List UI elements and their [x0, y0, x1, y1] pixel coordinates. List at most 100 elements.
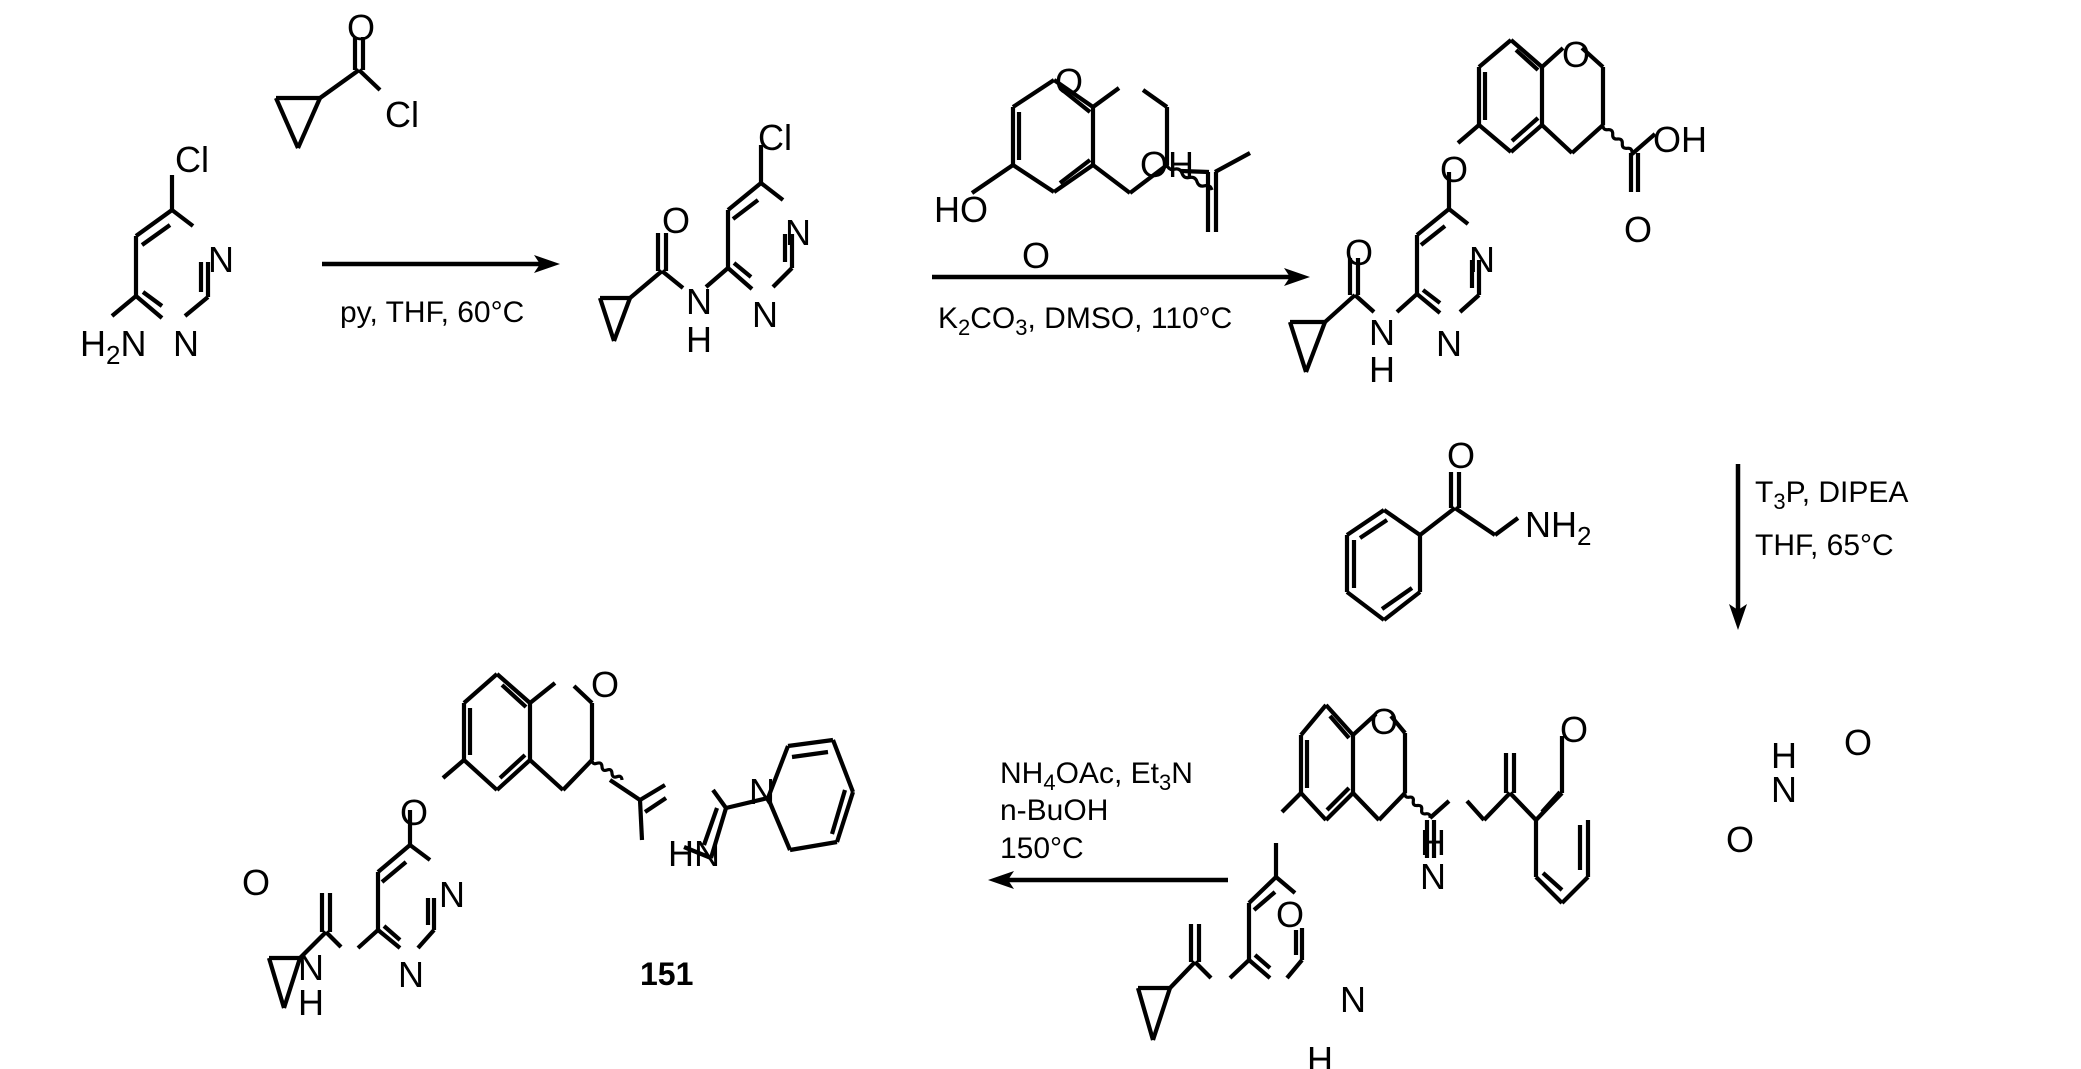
bond-line — [1128, 163, 1169, 195]
atom-label: O — [1276, 894, 1304, 935]
bond-line — [1345, 508, 1386, 537]
atom-label: N — [208, 239, 234, 280]
inner-double-bond-line — [1540, 790, 1562, 814]
bond-line — [298, 930, 328, 960]
bond-line — [266, 957, 287, 1009]
inner-double-bond-line — [1252, 890, 1277, 912]
arrow-head-icon — [1729, 604, 1747, 630]
bond-line — [1509, 123, 1544, 154]
bond-line — [324, 930, 343, 949]
bond-line — [1456, 123, 1481, 145]
bond-line — [528, 758, 565, 792]
bond-line — [1151, 987, 1172, 1041]
atom-label: O — [400, 792, 428, 833]
bond-line — [711, 788, 728, 810]
inner-double-bond-line — [702, 807, 719, 846]
step3-conditions-line2: THF, 65°C — [1755, 529, 1894, 562]
atom-label: O — [242, 862, 270, 903]
bond-line — [683, 845, 712, 860]
inner-double-bond-line — [1358, 518, 1389, 540]
bond-line — [1382, 508, 1422, 537]
atom-label: H2N — [80, 323, 146, 370]
bond-line — [357, 68, 382, 92]
wavy-stereo-bond — [1165, 164, 1214, 191]
bond-line — [1477, 38, 1513, 69]
atom-label: Cl — [175, 139, 209, 180]
bond-line — [704, 266, 730, 289]
inner-double-bond-line — [500, 683, 528, 709]
bond-line — [608, 778, 642, 802]
bond-line — [1285, 958, 1304, 980]
inner-double-bond-line — [498, 753, 527, 780]
bond-line — [1324, 791, 1355, 822]
inner-double-bond-line — [141, 290, 164, 308]
inner-double-bond-line — [1058, 86, 1092, 114]
bond-line — [561, 758, 594, 792]
atom-label: O — [1055, 61, 1083, 102]
atom-label: O — [1562, 34, 1590, 75]
inner-double-bond-line — [1325, 786, 1351, 812]
atom-label: O — [347, 7, 375, 48]
bond-line — [789, 839, 838, 853]
bond-line — [462, 672, 499, 705]
atom-label: O — [1345, 232, 1373, 273]
bond-line — [572, 684, 594, 705]
bond-line — [281, 957, 303, 1009]
bond-line — [376, 928, 402, 950]
wavy-stereo-bond — [1601, 124, 1634, 154]
atom-label: O — [1624, 209, 1652, 250]
arrow-step3 — [1729, 464, 1747, 630]
bond-line — [1560, 875, 1590, 905]
bond-line — [771, 266, 794, 289]
atom-label: N — [1420, 856, 1446, 897]
bond-line — [970, 163, 1015, 195]
bond-line — [1287, 321, 1309, 373]
bond-line — [834, 791, 856, 843]
compound-number-label: 151 — [640, 956, 693, 992]
atom-label: H — [686, 319, 712, 360]
bond-line — [725, 795, 769, 811]
bond-line — [1415, 292, 1442, 315]
inner-double-bond-line — [732, 261, 753, 279]
atom-label: N — [785, 212, 811, 253]
atom-label: O — [591, 664, 619, 705]
bond-line — [1280, 791, 1303, 814]
step4-conditions-line1: NH4OAc, Et3N — [1000, 757, 1193, 795]
step1-conditions: py, THF, 60°C — [340, 296, 524, 329]
inner-double-bond-line — [1421, 288, 1442, 305]
bond-line — [1351, 712, 1378, 737]
atom-label: OH — [1140, 144, 1194, 185]
bond-line — [1458, 293, 1481, 314]
arrow-head-icon — [534, 255, 560, 273]
bond-line — [462, 758, 499, 792]
inner-double-bond-line — [1328, 714, 1351, 740]
bond-line — [1052, 163, 1095, 194]
bond-line — [1477, 123, 1513, 154]
bond-line — [1011, 78, 1056, 109]
atom-label: H — [1771, 735, 1797, 776]
inner-double-bond-line — [1253, 953, 1272, 970]
step4-conditions-line3: 150°C — [1000, 832, 1084, 865]
inner-double-bond-line — [1419, 224, 1447, 247]
bond-line — [612, 297, 632, 342]
atom-label: N — [1771, 769, 1797, 810]
bond-line — [831, 739, 855, 793]
bond-line — [1228, 958, 1251, 980]
inner-double-bond-line — [643, 796, 668, 814]
bond-line — [1508, 791, 1538, 822]
bond-line — [1540, 46, 1565, 69]
atom-label: N — [686, 281, 712, 322]
bond-line — [416, 928, 436, 950]
inner-double-bond-line — [829, 789, 848, 835]
wavy-stereo-bond — [1403, 792, 1432, 819]
bond-line — [1193, 960, 1213, 980]
atom-label: N — [173, 323, 199, 364]
bond-line — [726, 266, 754, 291]
bond-line — [1135, 987, 1156, 1041]
inner-double-bond-line — [791, 749, 829, 760]
atom-label: N — [752, 294, 778, 335]
